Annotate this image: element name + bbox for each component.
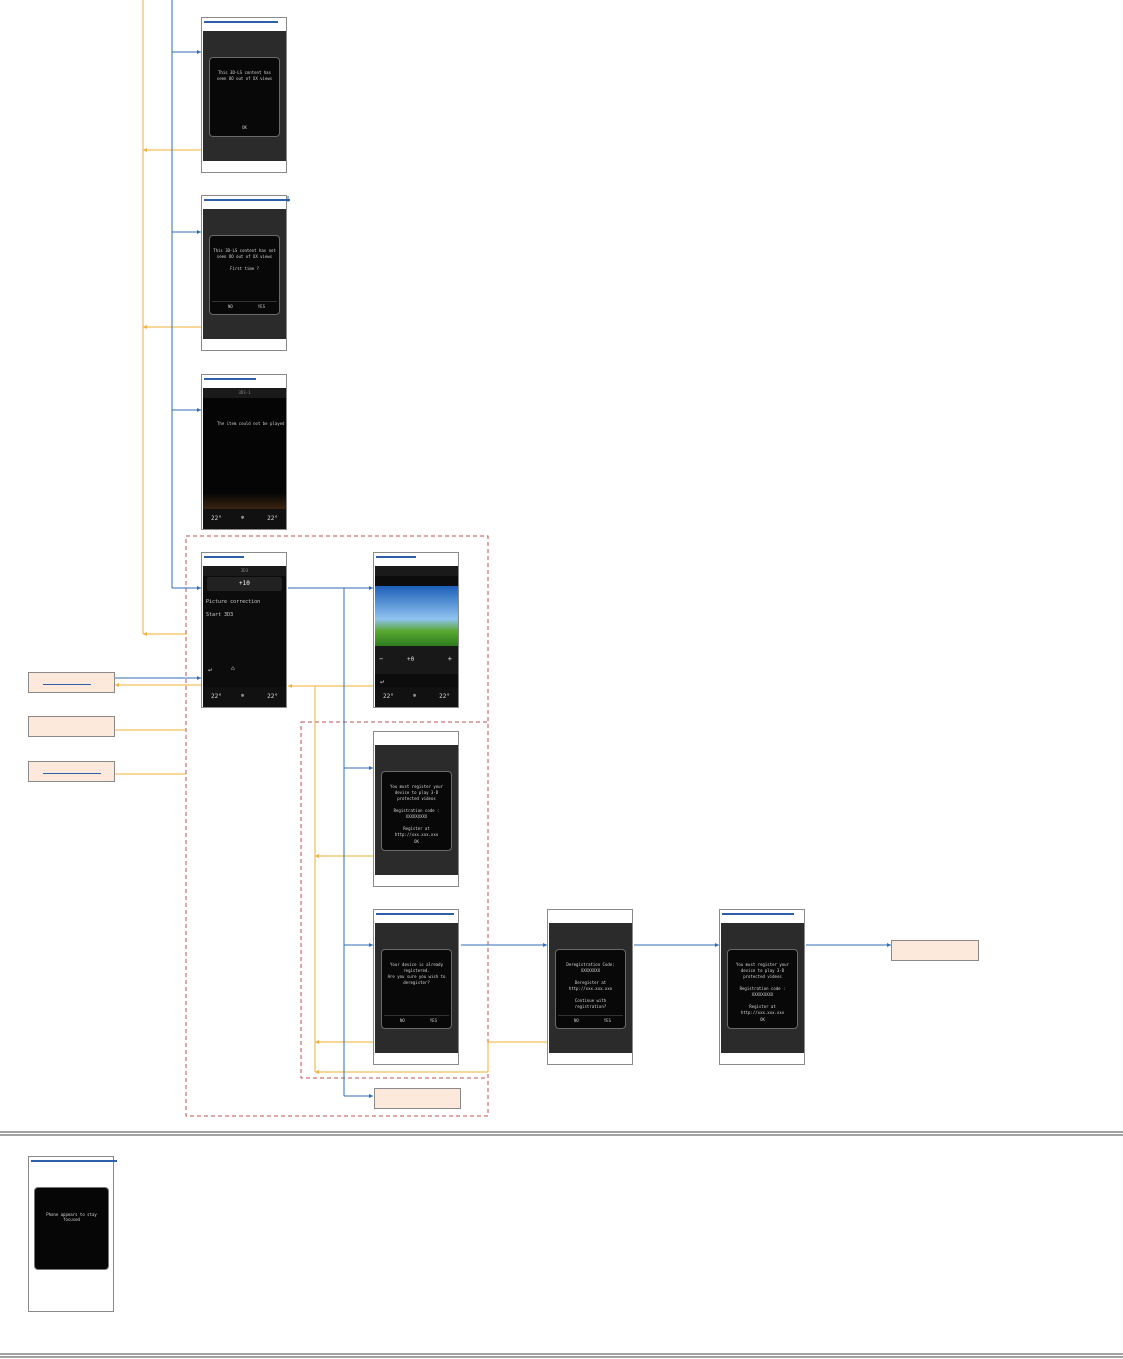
dialog-buttons: NO YES bbox=[384, 1015, 449, 1025]
fan-icon[interactable]: ❄ bbox=[241, 693, 245, 699]
no-button[interactable]: NO bbox=[574, 1018, 579, 1023]
temperature-bar: 22° ❄ 22° bbox=[203, 509, 286, 529]
screen-deregister-code: Deregistration Code: XXXXXXXX Deregister… bbox=[549, 923, 632, 1053]
screen-landscape: − +0 + ↩ 22° ❄ 22° bbox=[375, 566, 458, 707]
home-icon[interactable]: ⌂ bbox=[231, 665, 235, 672]
screen-limit-reached: This 3D-LS content has seen OO out of XX… bbox=[203, 31, 286, 161]
card-landscape: − +0 + ↩ 22° ❄ 22° bbox=[373, 552, 459, 708]
temp-left: 22° bbox=[211, 515, 222, 522]
screen-limit-confirm: This 3D-LS content has not seen OO out o… bbox=[203, 209, 286, 339]
label-box-4 bbox=[891, 940, 979, 961]
label-box-5 bbox=[374, 1088, 461, 1109]
dialog-limit-confirm: This 3D-LS content has not seen OO out o… bbox=[209, 235, 280, 315]
label-box-2 bbox=[28, 716, 115, 737]
slider-value: +0 bbox=[407, 656, 415, 663]
yes-button[interactable]: YES bbox=[429, 1018, 437, 1023]
dialog-message: This 3D-LS content has seen OO out of XX… bbox=[216, 70, 273, 81]
temp-left: 22° bbox=[211, 693, 222, 700]
temperature-bar: 22° ❄ 22° bbox=[203, 687, 286, 707]
card-phone-locked: Phone appears to stay focused bbox=[28, 1156, 117, 1312]
card-already-registered: Your device is already registered. Are y… bbox=[373, 909, 459, 1065]
dialog-message: This 3D-LS content has not seen OO out o… bbox=[213, 248, 276, 271]
error-message: The item could not be played bbox=[217, 421, 285, 426]
dialog-register-again: You must register your device to play 3-… bbox=[727, 949, 798, 1029]
control-strip: − +0 + bbox=[375, 646, 458, 674]
menu-item-picture-correction[interactable]: Picture correction bbox=[206, 599, 261, 605]
temp-right: 22° bbox=[267, 693, 278, 700]
screen-picture-menu: 3D3 +10 Picture correction Start 3D3 ↩ ⌂… bbox=[203, 566, 286, 707]
card-playback-error: 3D3-1 The item could not be played 22° ❄… bbox=[201, 374, 287, 530]
dialog-register-device: You must register your device to play 3-… bbox=[381, 771, 452, 851]
landscape-image bbox=[375, 586, 458, 646]
dialog-limit-reached: This 3D-LS content has seen OO out of XX… bbox=[209, 57, 280, 137]
plus-icon[interactable]: + bbox=[447, 655, 452, 663]
yes-button[interactable]: YES bbox=[257, 304, 265, 309]
card-limit-confirm: This 3D-LS content has not seen OO out o… bbox=[201, 195, 290, 351]
dialog-phone-locked: Phone appears to stay focused bbox=[34, 1187, 109, 1270]
no-button[interactable]: NO bbox=[228, 304, 233, 309]
temp-left: 22° bbox=[383, 693, 394, 700]
back-icon[interactable]: ↩ bbox=[208, 666, 213, 674]
card-deregister-code: Deregistration Code: XXXXXXXX Deregister… bbox=[547, 909, 633, 1065]
card-limit-reached: This 3D-LS content has seen OO out of XX… bbox=[201, 17, 287, 173]
ok-button[interactable]: OK bbox=[414, 839, 419, 844]
screen-title: 3D3 bbox=[203, 566, 286, 576]
temp-right: 22° bbox=[267, 515, 278, 522]
screen-playback-error: 3D3-1 The item could not be played 22° ❄… bbox=[203, 388, 286, 529]
dialog-message: You must register your device to play 3-… bbox=[736, 962, 789, 1015]
no-button[interactable]: NO bbox=[400, 1018, 405, 1023]
menu-item-start[interactable]: Start 3D3 bbox=[206, 612, 234, 618]
group-outline-registration bbox=[300, 721, 489, 1079]
label-box-1 bbox=[28, 672, 115, 693]
dialog-message: Deregistration Code: XXXXXXXX Deregister… bbox=[566, 962, 615, 1009]
label-box-3 bbox=[28, 761, 115, 782]
dialog-message: Your device is already registered. Are y… bbox=[387, 962, 446, 985]
ok-button[interactable]: OK bbox=[760, 1017, 765, 1022]
card-register-again: You must register your device to play 3-… bbox=[719, 909, 805, 1065]
dialog-message: Phone appears to stay focused bbox=[46, 1212, 97, 1222]
yes-button[interactable]: YES bbox=[603, 1018, 611, 1023]
screen-register-again: You must register your device to play 3-… bbox=[721, 923, 804, 1053]
back-icon[interactable]: ↩ bbox=[380, 678, 385, 686]
dialog-deregister-code: Deregistration Code: XXXXXXXX Deregister… bbox=[555, 949, 626, 1029]
dialog-buttons: NO YES bbox=[558, 1015, 623, 1025]
slider-value: +10 bbox=[239, 580, 250, 587]
dialog-buttons: NO YES bbox=[212, 301, 277, 311]
dialog-already-registered: Your device is already registered. Are y… bbox=[381, 949, 452, 1029]
screen-already-registered: Your device is already registered. Are y… bbox=[375, 923, 458, 1053]
value-slider[interactable]: +10 bbox=[207, 577, 282, 591]
ok-button[interactable]: OK bbox=[242, 125, 247, 130]
temp-right: 22° bbox=[439, 693, 450, 700]
screen-title: 3D3-1 bbox=[203, 388, 286, 398]
temperature-bar: 22° ❄ 22° bbox=[375, 687, 458, 707]
card-picture-menu: 3D3 +10 Picture correction Start 3D3 ↩ ⌂… bbox=[201, 552, 287, 708]
card-register-device: You must register your device to play 3-… bbox=[373, 731, 459, 887]
fan-icon[interactable]: ❄ bbox=[241, 515, 245, 521]
fan-icon[interactable]: ❄ bbox=[413, 693, 417, 699]
minus-icon[interactable]: − bbox=[379, 655, 384, 663]
dialog-message: You must register your device to play 3-… bbox=[390, 784, 443, 837]
screen-register-device: You must register your device to play 3-… bbox=[375, 745, 458, 875]
